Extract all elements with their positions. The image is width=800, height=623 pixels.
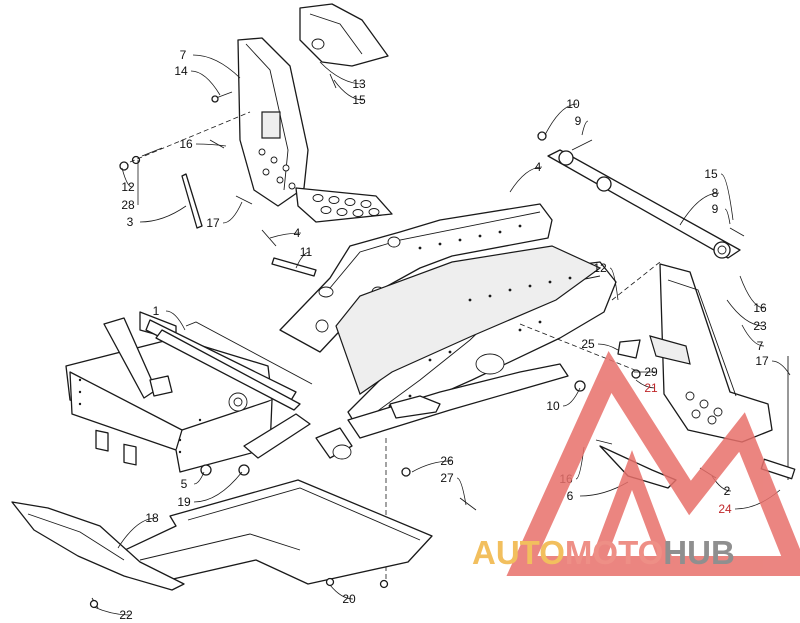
callout-label-c1: 1 — [153, 304, 160, 318]
callout-label-c7a: 7 — [180, 48, 187, 62]
callout-leader-c10a — [544, 103, 578, 136]
rivet-dots — [388, 224, 572, 408]
callout-label-c29: 29 — [644, 365, 658, 379]
watermark-word-hub: HUB — [663, 534, 735, 571]
callout-label-c10a: 10 — [566, 97, 580, 111]
side-bracket — [574, 263, 796, 489]
callout-leader-c13 — [319, 61, 364, 85]
callout-label-c20: 20 — [342, 592, 356, 606]
callout-label-c2: 2 — [724, 484, 731, 498]
callout-label-c23: 23 — [753, 319, 767, 333]
callout-leader-c17a — [222, 201, 243, 224]
bracket-holes — [258, 148, 296, 190]
footrest-holes — [312, 194, 380, 217]
callout-leader-c14 — [190, 70, 221, 96]
callout-leader-c10b — [562, 387, 581, 407]
callout-leader-c1 — [165, 310, 186, 331]
callout-leader-c9b — [724, 208, 731, 225]
callout-leader-c12a — [121, 167, 133, 188]
callout-leader-c4b — [509, 166, 543, 193]
callout-leader-c17b — [771, 360, 791, 376]
callout-label-c15a: 15 — [352, 93, 366, 107]
callout-label-c3: 3 — [127, 215, 134, 229]
callout-leader-c11 — [295, 251, 311, 269]
callout-label-c16b: 16 — [753, 301, 767, 315]
watermark-word-auto: AUTO — [472, 534, 565, 571]
bulkhead-rivets — [78, 378, 202, 454]
callout-leader-c19 — [193, 471, 243, 503]
callout-label-c17b: 17 — [755, 354, 769, 368]
callout-leader-c7a — [192, 54, 241, 79]
callout-leader-c21 — [635, 379, 656, 389]
callout-label-c16a: 16 — [179, 137, 193, 151]
watermark-text: AUTOMOTOHUB — [472, 534, 735, 578]
callout-label-c4b: 4 — [535, 160, 542, 174]
callout-leader-c3 — [139, 205, 187, 223]
callout-leader-c22 — [93, 606, 131, 616]
callout-leader-c7b — [741, 324, 765, 347]
callout-label-c7b: 7 — [757, 339, 764, 353]
callout-label-c21: 21 — [644, 381, 658, 395]
callout-label-c4a: 4 — [294, 226, 301, 240]
callout-label-c14: 14 — [174, 64, 188, 78]
callout-label-c26: 26 — [440, 454, 454, 468]
callout-label-c18: 18 — [145, 511, 159, 525]
callout-leader-c12b — [609, 267, 619, 301]
callout-leader-c26 — [411, 460, 452, 473]
watermark-logo — [506, 351, 800, 576]
callout-label-c28: 28 — [121, 198, 135, 212]
callout-label-c12b: 12 — [593, 261, 607, 275]
callout-label-c9a: 9 — [575, 114, 582, 128]
callout-label-c27: 27 — [440, 471, 454, 485]
callout-label-c13: 13 — [352, 77, 366, 91]
front-bulkhead — [65, 311, 313, 476]
callout-label-c25: 25 — [581, 337, 595, 351]
main-tunnel-frame — [279, 203, 661, 590]
callout-label-c12a: 12 — [121, 180, 135, 194]
steering-post-bracket — [119, 3, 393, 277]
callout-leader-c15b — [720, 173, 734, 221]
callout-leader-c16a — [195, 143, 227, 147]
callout-label-c15b: 15 — [704, 167, 718, 181]
callout-leader-c8 — [679, 192, 720, 226]
callout-label-c19: 19 — [177, 495, 191, 509]
callout-leader-c5 — [193, 471, 205, 485]
callout-label-c17a: 17 — [206, 216, 220, 230]
callout-leader-c9a — [581, 120, 589, 136]
callout-leader-c27 — [456, 477, 467, 506]
callout-label-c9b: 9 — [712, 202, 719, 216]
callout-leader-c23 — [726, 299, 765, 327]
callout-label-c10b: 10 — [546, 399, 560, 413]
callout-leader-c18 — [117, 517, 157, 549]
skid-plate — [11, 467, 477, 609]
callout-leader-c4a — [269, 232, 302, 239]
callout-label-c24: 24 — [718, 502, 732, 516]
callout-label-c11: 11 — [300, 245, 313, 259]
callout-label-c22: 22 — [119, 608, 133, 622]
callout-label-c6: 6 — [567, 489, 574, 503]
callout-label-c8: 8 — [712, 186, 719, 200]
callout-leader-c15a — [333, 79, 364, 101]
callout-leader-c16b — [739, 275, 765, 309]
side-bracket-holes — [685, 391, 723, 425]
watermark-word-moto: MOTO — [564, 534, 664, 571]
callout-leader-c25 — [597, 343, 619, 351]
callout-label-c5: 5 — [181, 477, 188, 491]
cross-shaft — [537, 131, 745, 259]
callout-leader-c20 — [329, 584, 354, 600]
